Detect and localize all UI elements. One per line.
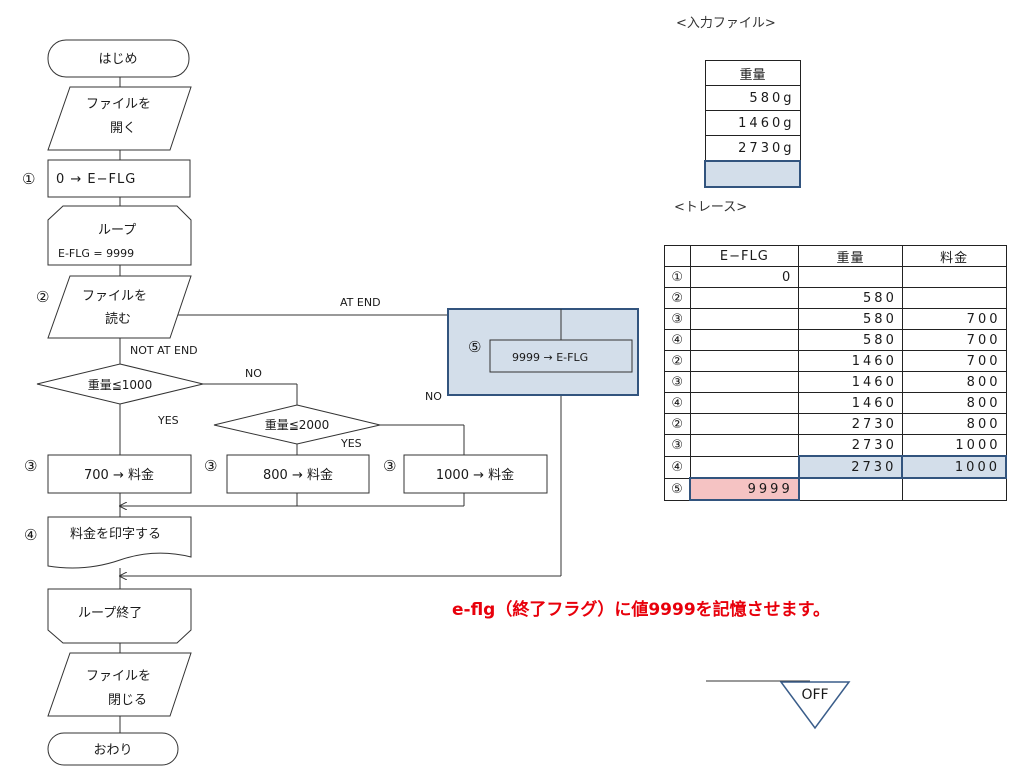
close-file-label-1: ファイルを [86,669,151,684]
step-mark-2: ② [36,288,49,306]
start-terminal [47,39,190,78]
trace-header-weight: 重量 [798,245,903,267]
init-box [47,159,191,198]
loop-start-label-1: ループ [98,223,136,238]
trace-header-eflg: E−FLG [689,245,800,267]
cond2-label: 重量≦2000 [265,418,330,432]
loop-start-box [47,205,192,266]
fee700-label: 700 → 料金 [84,467,154,483]
close-file-box [47,652,192,717]
read-file-label-2: 読む [105,311,131,327]
trace-title: <トレース> [674,200,748,215]
at-end-label: AT END [340,296,381,309]
print-label: 料金を印字する [70,526,161,542]
toggle-off-button[interactable] [779,681,851,730]
close-file-label-2: 閉じる [108,693,147,708]
step-mark-4: ④ [24,526,37,544]
open-file-box [47,86,192,151]
read-file-label-1: ファイルを [82,289,147,304]
end-terminal [47,732,179,766]
end-label: おわり [93,743,132,758]
fee1000-box [403,454,548,494]
input-row: 2730g [704,135,801,162]
eof-set-label: 9999 → E-FLG [512,351,588,364]
eof-set-box [489,339,633,373]
init-label: 0 → E−FLG [56,172,136,187]
step-mark-3c: ③ [383,457,396,475]
trace-header-fee: 料金 [901,245,1007,267]
loop-end-label: ループ終了 [78,605,142,621]
fee700-box [47,454,192,494]
cond2-no-label: NO [425,390,442,403]
fee800-label: 800 → 料金 [263,467,333,483]
input-row: 1460g [704,110,801,136]
cond1-no-label: NO [245,367,262,380]
cond2-diamond [213,404,381,445]
step-mark-3b: ③ [204,457,217,475]
fee1000-label: 1000 → 料金 [436,467,514,483]
step-mark-1: ① [22,170,35,188]
step-mark-3a: ③ [24,457,37,475]
open-file-label-1: ファイルを [86,97,151,112]
explanation-message: e-flg（終了フラグ）に値9999を記憶させます。 [452,600,830,620]
loop-start-label-2: E-FLG = 9999 [58,247,134,260]
print-box [47,516,192,569]
start-label: はじめ [98,52,137,67]
input-file-table: 重量 580g 1460g 2730g [704,60,801,188]
step-mark-5: ⑤ [468,338,481,356]
open-file-label-2: 開く [110,121,136,136]
not-at-end-label: NOT AT END [130,344,198,357]
cond1-yes-label: YES [157,414,179,427]
input-row: 580g [704,85,801,111]
input-header: 重量 [704,60,801,86]
cond1-label: 重量≦1000 [88,378,153,392]
input-file-title: <入力ファイル> [676,16,776,31]
input-row-eof [704,160,801,188]
loop-end-box [47,588,192,644]
fee800-box [226,454,370,494]
toggle-off-label[interactable]: OFF [801,687,828,703]
read-file-box [47,275,192,339]
trace-header-step [664,245,691,267]
cond1-diamond [36,363,204,405]
cond2-yes-label: YES [340,437,362,450]
